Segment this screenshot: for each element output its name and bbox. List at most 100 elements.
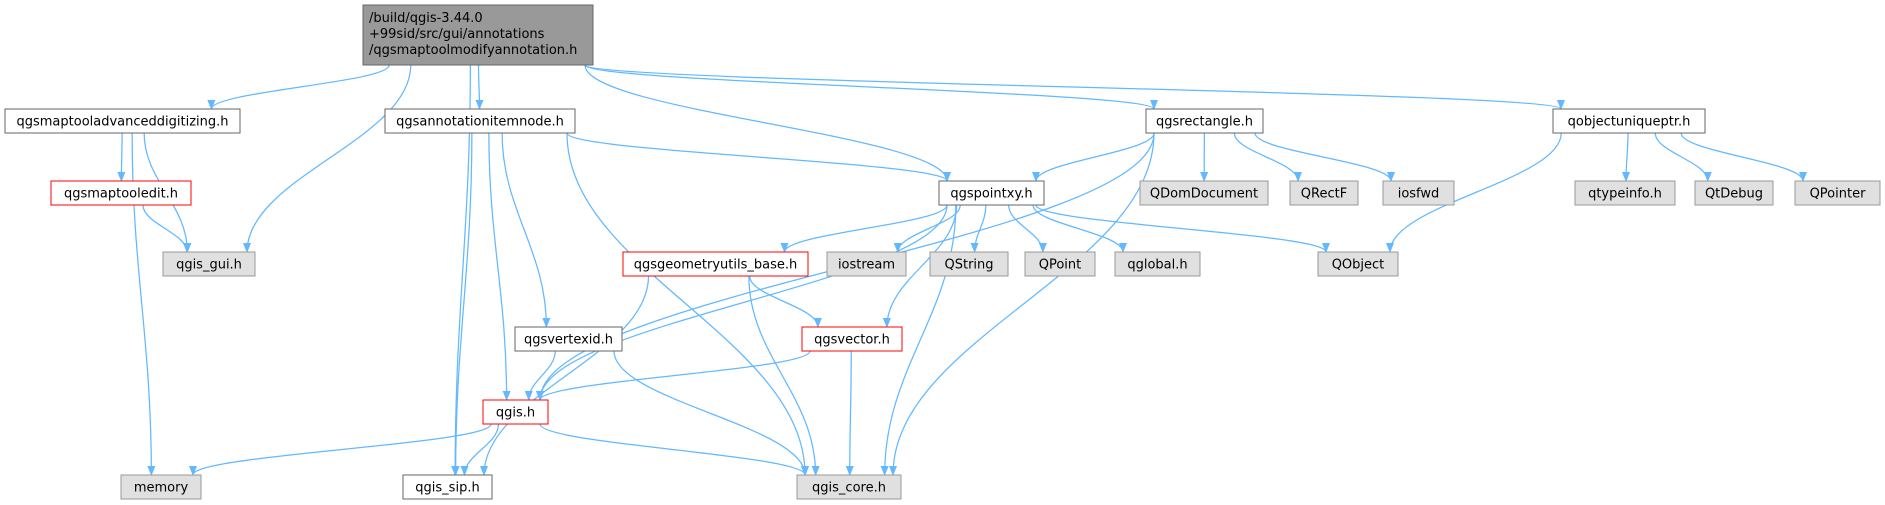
edge-root-to-rectangle — [584, 64, 1158, 110]
node-core: qgis_core.h — [796, 474, 902, 500]
edge-annotnode-to-sip — [451, 132, 473, 476]
node-iosfwd-label: iosfwd — [1398, 187, 1440, 202]
node-gui: qgis_gui.h — [162, 251, 256, 277]
node-qglobal-label: qglobal.h — [1127, 258, 1187, 273]
node-uniqueptr-label: qobjectuniqueptr.h — [1568, 115, 1691, 130]
node-root-label: /build/qgis-3.44.0 — [369, 11, 483, 26]
edge-pointxy-to-qstring — [970, 204, 987, 253]
edge-root-to-gui — [243, 64, 412, 253]
node-pointxy[interactable]: qgspointxy.h — [938, 180, 1045, 206]
node-qrectf-label: QRectF — [1301, 187, 1347, 202]
edge-geomutils-to-sip — [480, 275, 650, 476]
node-qglobal-box — [1114, 251, 1201, 277]
node-vector-box — [801, 326, 903, 352]
node-iostream: iostream — [826, 251, 907, 277]
edge-annotnode-to-vertexid — [501, 132, 551, 328]
edge-pointxy-to-core — [880, 204, 957, 476]
edge-pointxy-to-vector — [882, 204, 958, 328]
edge-annotnode-to-core — [566, 132, 809, 476]
node-qstring-box — [929, 251, 1009, 277]
edge-uniqueptr-to-qpointer — [1680, 132, 1807, 182]
node-qpointer: QPointer — [1794, 180, 1881, 206]
dependency-edges — [117, 64, 1807, 476]
node-vertexid[interactable]: qgsvertexid.h — [514, 326, 623, 352]
node-annotnode-label: qgsannotationitemnode.h — [396, 115, 564, 130]
node-iostream-label: iostream — [838, 258, 895, 273]
edge-vertexid-to-qgis — [524, 350, 556, 401]
edge-qgis-to-memory — [189, 423, 492, 476]
node-core-box — [796, 474, 902, 500]
node-rectangle-label: qgsrectangle.h — [1156, 115, 1253, 130]
node-vertexid-label: qgsvertexid.h — [524, 333, 613, 348]
node-iostream-box — [826, 251, 907, 277]
node-qrectf: QRectF — [1289, 180, 1359, 206]
node-memory-label: memory — [134, 481, 189, 496]
node-qgis-label: qgis.h — [496, 406, 535, 421]
edge-root-to-annotnode — [475, 64, 484, 110]
node-uniqueptr[interactable]: qobjectuniqueptr.h — [1552, 108, 1706, 134]
node-qpoint: QPoint — [1024, 251, 1096, 277]
node-qstring-label: QString — [944, 258, 993, 273]
node-rectangle[interactable]: qgsrectangle.h — [1145, 108, 1264, 134]
node-sip-label: qgis_sip.h — [415, 481, 479, 496]
node-core-label: qgis_core.h — [812, 481, 886, 496]
edge-vector-to-qgis — [536, 350, 811, 401]
node-iosfwd: iosfwd — [1382, 180, 1455, 206]
node-qobject: QObject — [1317, 251, 1399, 277]
edge-pointxy-to-geomutils — [780, 204, 948, 253]
edge-qgis-to-sip — [460, 423, 500, 476]
node-rectangle-box — [1145, 108, 1264, 134]
node-vector[interactable]: qgsvector.h — [801, 326, 903, 352]
node-iosfwd-box — [1382, 180, 1455, 206]
node-qpointer-label: QPointer — [1810, 187, 1867, 202]
node-memory-box — [120, 474, 202, 500]
edge-pointxy-to-qpoint — [1008, 204, 1047, 253]
node-qstring: QString — [929, 251, 1009, 277]
node-annotnode-box — [384, 108, 576, 134]
node-qtypeinfo: qtypeinfo.h — [1574, 180, 1676, 206]
node-gui-label: qgis_gui.h — [176, 258, 242, 273]
node-mapedit-label: qgsmaptooledit.h — [64, 187, 178, 202]
node-annotnode[interactable]: qgsannotationitemnode.h — [384, 108, 576, 134]
node-root-box — [362, 4, 594, 66]
node-sip-box — [402, 474, 493, 500]
edge-geomutils-to-core — [748, 275, 820, 476]
edge-uniqueptr-to-qtypeinfo — [1622, 132, 1631, 182]
node-qgis[interactable]: qgis.h — [482, 399, 549, 425]
node-qrectf-box — [1289, 180, 1359, 206]
node-qtdebug: QtDebug — [1694, 180, 1774, 206]
edge-vertexid-to-core — [613, 350, 809, 476]
edge-pointxy-to-qobject — [1035, 204, 1330, 253]
node-qpoint-box — [1024, 251, 1096, 277]
edge-root-to-advdig — [207, 64, 390, 110]
edge-annotnode-to-qgis — [488, 132, 511, 401]
node-root[interactable]: /build/qgis-3.44.0+99sid/src/gui/annotat… — [362, 4, 594, 66]
node-mapedit[interactable]: qgsmaptooledit.h — [50, 180, 192, 206]
edge-pointxy-to-iostream — [893, 204, 961, 253]
node-qglobal: qglobal.h — [1114, 251, 1201, 277]
node-gui-box — [162, 251, 256, 277]
node-qgis-box — [482, 399, 549, 425]
node-mapedit-box — [50, 180, 192, 206]
node-advdig[interactable]: qgsmaptooladvanceddigitizing.h — [4, 108, 241, 134]
node-geomutils-box — [622, 251, 809, 277]
node-advdig-box — [4, 108, 241, 134]
node-pointxy-box — [938, 180, 1045, 206]
node-geomutils[interactable]: qgsgeometryutils_base.h — [622, 251, 809, 277]
node-qtypeinfo-box — [1574, 180, 1676, 206]
edge-rectangle-to-iosfwd — [1254, 132, 1395, 182]
node-uniqueptr-box — [1552, 108, 1706, 134]
node-qdomdoc: QDomDocument — [1139, 180, 1269, 206]
edge-uniqueptr-to-qobject — [1386, 132, 1562, 253]
edge-geomutils-to-vector — [749, 275, 822, 328]
node-qdomdoc-box — [1139, 180, 1269, 206]
node-root-label: /qgsmaptoolmodifyannotation.h — [369, 43, 577, 58]
edge-rectangle-to-pointxy — [1032, 132, 1155, 182]
node-sip[interactable]: qgis_sip.h — [402, 474, 493, 500]
edge-mapedit-to-gui — [142, 204, 191, 253]
node-qpointer-box — [1794, 180, 1881, 206]
node-qobject-label: QObject — [1332, 258, 1385, 273]
edge-uniqueptr-to-qtdebug — [1654, 132, 1712, 182]
node-qtdebug-box — [1694, 180, 1774, 206]
